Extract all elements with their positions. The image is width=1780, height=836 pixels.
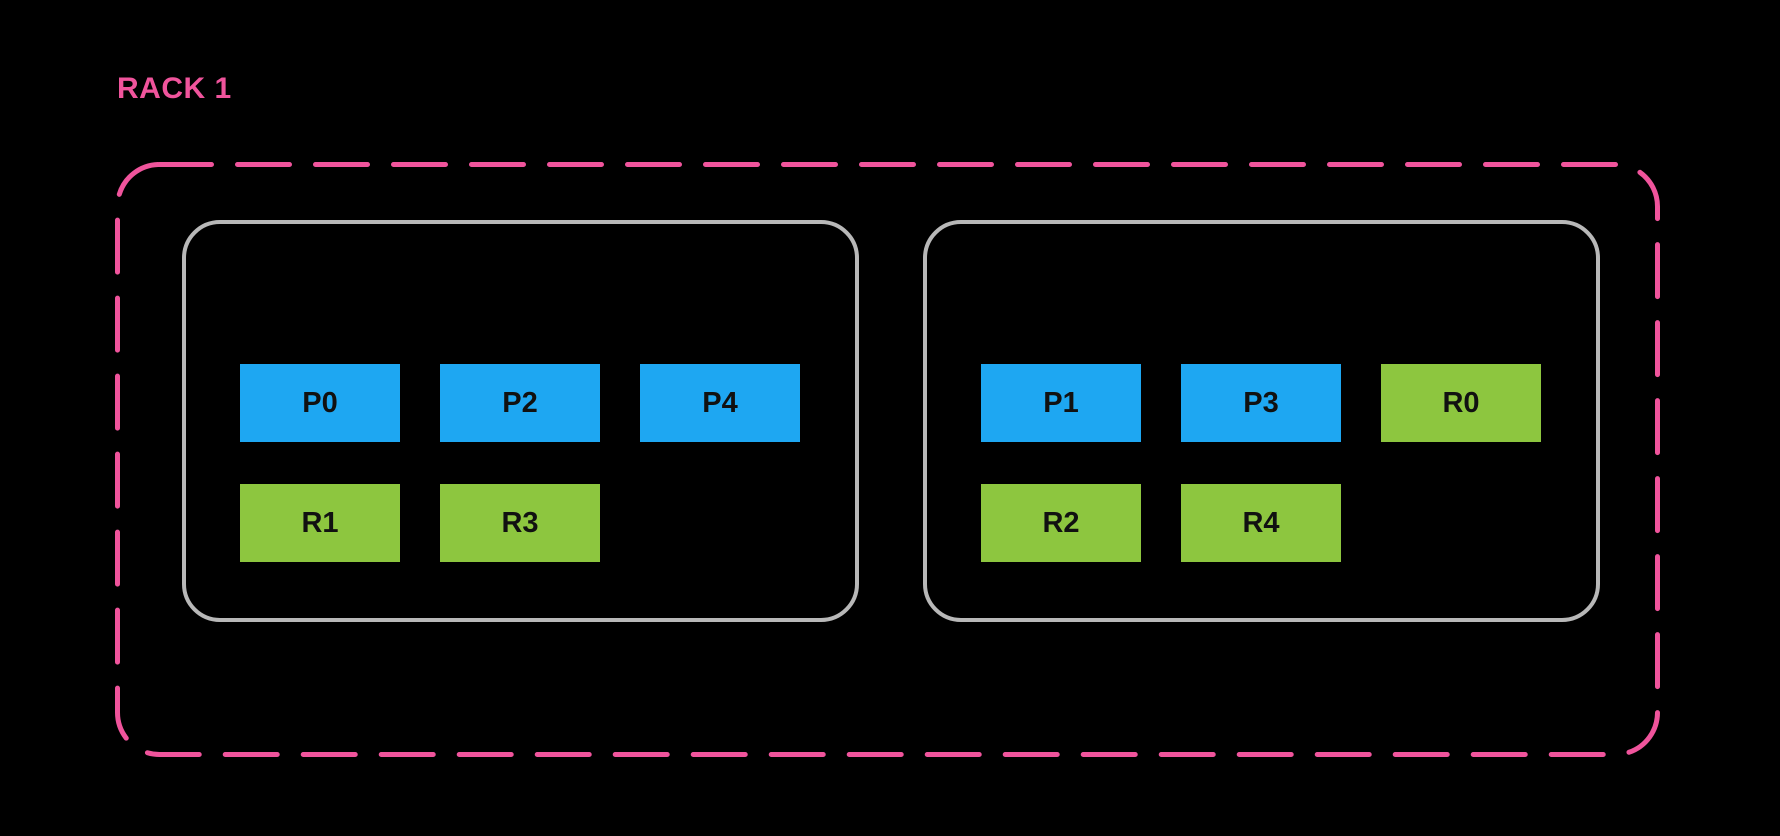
shard-r0: R0 xyxy=(1381,364,1541,442)
shard-p2: P2 xyxy=(440,364,600,442)
shard-label: R1 xyxy=(301,506,339,539)
shard-label: P4 xyxy=(702,386,738,419)
shard-label: P2 xyxy=(502,386,538,419)
shard-label: P1 xyxy=(1043,386,1079,419)
node-container-1: P0 P2 P4 R1 R3 xyxy=(182,220,859,622)
shard-label: P3 xyxy=(1243,386,1279,419)
shard-r1: R1 xyxy=(240,484,400,562)
shard-label: R4 xyxy=(1242,506,1280,539)
shard-r2: R2 xyxy=(981,484,1141,562)
shard-label: R3 xyxy=(501,506,539,539)
node-container-2: P1 P3 R0 R2 R4 xyxy=(923,220,1600,622)
rack-title: RACK 1 xyxy=(117,72,232,105)
shard-p0: P0 xyxy=(240,364,400,442)
shard-label: R0 xyxy=(1442,386,1480,419)
shard-r4: R4 xyxy=(1181,484,1341,562)
shard-label: R2 xyxy=(1042,506,1080,539)
shard-label: P0 xyxy=(302,386,338,419)
shard-p4: P4 xyxy=(640,364,800,442)
shard-r3: R3 xyxy=(440,484,600,562)
shard-p3: P3 xyxy=(1181,364,1341,442)
shard-p1: P1 xyxy=(981,364,1141,442)
